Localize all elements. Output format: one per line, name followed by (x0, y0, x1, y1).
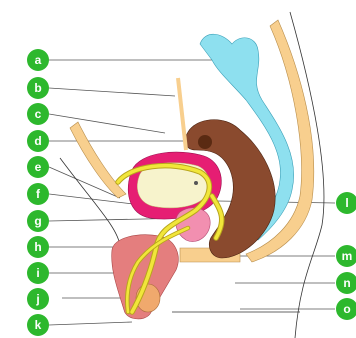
label-badge-n[interactable]: n (336, 272, 356, 294)
belly-outline (60, 158, 120, 246)
pubic-bone (70, 122, 126, 198)
label-badge-f[interactable]: f (27, 183, 49, 205)
label-badge-a[interactable]: a (27, 49, 49, 71)
label-badge-c[interactable]: c (27, 103, 49, 125)
leader-line-k (49, 322, 132, 325)
label-badge-g[interactable]: g (27, 210, 49, 232)
ureter (178, 78, 186, 150)
label-badge-k[interactable]: k (27, 314, 49, 336)
label-badge-j[interactable]: j (27, 288, 49, 310)
rectum-lumen (198, 135, 212, 149)
label-badge-i[interactable]: i (27, 262, 49, 284)
ureter-opening (194, 181, 198, 185)
label-badge-h[interactable]: h (27, 236, 49, 258)
leader-line-b (49, 88, 175, 96)
label-badge-m[interactable]: m (336, 245, 356, 267)
label-badge-b[interactable]: b (27, 77, 49, 99)
leader-line-c (49, 114, 165, 133)
label-badge-o[interactable]: o (336, 298, 356, 320)
label-badge-l[interactable]: l (336, 192, 356, 214)
label-badge-d[interactable]: d (27, 130, 49, 152)
label-badge-e[interactable]: e (27, 156, 49, 178)
